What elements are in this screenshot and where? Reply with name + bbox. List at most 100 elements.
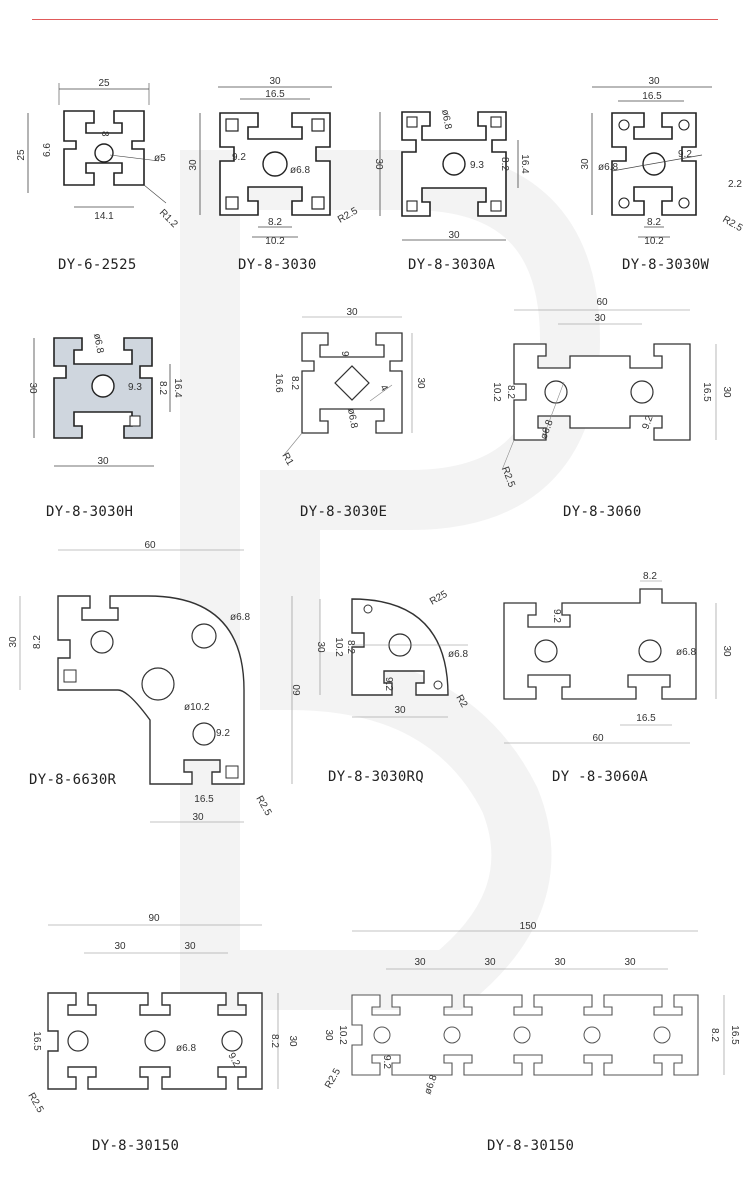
dim-label: 30 (97, 456, 109, 467)
profile-dy-8-3030w: 30 16.5 30 ø6.8 9.2 2.2 8.2 10.2 R2.5 (572, 75, 750, 247)
dim-label: 8.2 (269, 1034, 280, 1048)
dim-label: 10.2 (644, 236, 664, 247)
dim-label: 30 (554, 957, 566, 968)
dim-label: 30 (648, 76, 660, 87)
profile-drawing: 60 30 8.2 10.2 16.5 30 ø6.8 9.2 R2.5 (491, 297, 732, 489)
dim-label: ø6.8 (290, 165, 310, 176)
dim-label: R2.5 (323, 1066, 343, 1090)
dim-label: ø10.2 (184, 702, 210, 713)
dim-label: 16.4 (172, 378, 183, 398)
dim-label: 10.2 (333, 637, 344, 657)
profile-dy-8-3030rq: R25 10.2 30 8.2 ø6.8 9.2 R2 30 (308, 585, 478, 725)
dim-label: 90 (148, 913, 160, 924)
dim-label: 30 (346, 307, 358, 318)
dim-label: 2.2 (728, 179, 742, 190)
profile-caption: DY -8-3060A (552, 769, 649, 785)
dim-label: 8.2 (32, 635, 43, 649)
dim-label: 8 (99, 131, 110, 137)
dim-label: 150 (520, 921, 537, 932)
dim-label: 30 (448, 230, 460, 241)
profile-drawing: 25 25 8 6.6 ø5 14.1 R1.2 (16, 78, 180, 230)
dim-label: 30 (27, 382, 38, 394)
dim-label: 60 (292, 684, 303, 696)
profile-drawing: ø6.8 30 9.3 8.2 16.4 30 (27, 333, 183, 467)
dim-label: ø6.8 (345, 408, 359, 430)
dim-label: 8.2 (345, 640, 356, 654)
dim-label: 60 (596, 297, 608, 308)
dim-label: 30 (287, 1035, 298, 1047)
dim-label: 30 (323, 1029, 334, 1041)
dim-label: 8.2 (499, 157, 510, 171)
dim-label: 16.5 (642, 91, 662, 102)
profile-caption: DY-8-6630R (29, 772, 117, 788)
dim-label: 10.2 (337, 1025, 348, 1045)
dim-label: 30 (594, 313, 606, 324)
dim-label: 30 (184, 941, 196, 952)
profile-caption: DY-8-3030A (408, 257, 496, 273)
dim-label: 8.2 (268, 217, 282, 228)
profile-drawing: 30 9 16.6 8.2 30 R1 4 ø6.8 (273, 307, 426, 468)
profile-drawing: 30 16.5 30 ø6.8 9.2 2.2 8.2 10.2 R2.5 (580, 76, 745, 247)
profile-drawing: 60 30 8.2 ø6.8 60 ø10.2 9.2 16.5 R2.5 30 (8, 540, 303, 823)
profile-dy-8-3030a: ø6.8 30 9.3 8.2 16.4 30 (370, 80, 540, 250)
dim-label: 30 (315, 641, 326, 653)
dim-label: 9.2 (232, 152, 246, 163)
dim-label: 9.2 (216, 728, 230, 739)
profile-caption: DY-8-3030W (622, 257, 710, 273)
dim-label: R1 (279, 451, 295, 468)
dim-label: 9.3 (128, 382, 142, 393)
dim-label: ø6.8 (91, 333, 105, 355)
profile-dy-8-6630r: 60 30 8.2 ø6.8 60 ø10.2 9.2 16.5 R2.5 30 (8, 540, 308, 830)
dim-label: 8.2 (647, 217, 661, 228)
dim-label: ø6.8 (538, 418, 555, 441)
dim-label: 16.4 (519, 154, 530, 174)
dim-label: 16.5 (31, 1031, 42, 1051)
dim-label: 30 (721, 386, 732, 398)
dim-label: 9.2 (381, 1055, 392, 1069)
dim-label: ø6.8 (176, 1043, 196, 1054)
dim-label: R2.5 (25, 1091, 45, 1115)
dim-label: ø6.8 (439, 109, 453, 131)
dim-label: 14.1 (94, 211, 114, 222)
dim-label: 30 (484, 957, 496, 968)
dim-label: 25 (16, 149, 27, 161)
dim-label: 16.5 (194, 794, 214, 805)
dim-label: R2.5 (253, 794, 273, 818)
dim-label: 10.2 (265, 236, 285, 247)
dim-label: 8.2 (289, 376, 300, 390)
dim-label: 30 (8, 636, 19, 648)
profile-dy-6-2525: 25 25 8 6.6 ø5 14.1 R1.2 (14, 75, 194, 230)
dim-label: 16.6 (273, 373, 284, 393)
dim-label: ø6.8 (230, 612, 250, 623)
dim-label: 30 (580, 158, 591, 170)
dim-label: ø6.8 (448, 649, 468, 660)
dim-label: 8.2 (709, 1028, 720, 1042)
dim-label: 30 (414, 957, 426, 968)
dim-label: 8.2 (157, 381, 168, 395)
profile-dy-8-30150-a: 90 30 30 16.5 ø6.8 8.2 30 9.2 R2.5 (14, 905, 314, 1120)
dim-label: 60 (144, 540, 156, 551)
profile-caption: DY-8-3030RQ (328, 769, 425, 785)
dim-label: 6.6 (42, 143, 53, 157)
profile-dy-8-3030: 30 16.5 30 9.2 ø6.8 8.2 10.2 R2.5 (188, 75, 370, 247)
profile-caption: DY-6-2525 (58, 257, 137, 273)
profile-caption: DY-8-3030H (46, 504, 134, 520)
top-divider-line (32, 19, 718, 20)
dim-label: 30 (373, 158, 384, 170)
dim-label: 8.2 (505, 385, 516, 399)
profile-drawing: 90 30 30 16.5 ø6.8 8.2 30 9.2 R2.5 (25, 913, 298, 1115)
profile-drawing: 8.2 9.2 30 ø6.8 16.5 60 (503, 571, 732, 744)
dim-label: 4 (377, 383, 390, 394)
profile-caption: DY-8-3060 (563, 504, 642, 520)
dim-label: ø5 (154, 153, 166, 164)
dim-label: 60 (592, 733, 604, 744)
profile-caption: DY-8-30150 (487, 1138, 575, 1154)
dim-label: R2.5 (721, 214, 745, 234)
dim-label: 30 (394, 705, 406, 716)
dim-label: 9.3 (470, 160, 484, 171)
dim-label: 16.5 (701, 382, 712, 402)
profile-drawing: R25 10.2 30 8.2 ø6.8 9.2 R2 30 (315, 589, 470, 718)
dim-label: R2 (453, 693, 469, 710)
profile-caption: DY-8-30150 (92, 1138, 180, 1154)
dim-label: 8.2 (643, 571, 657, 582)
